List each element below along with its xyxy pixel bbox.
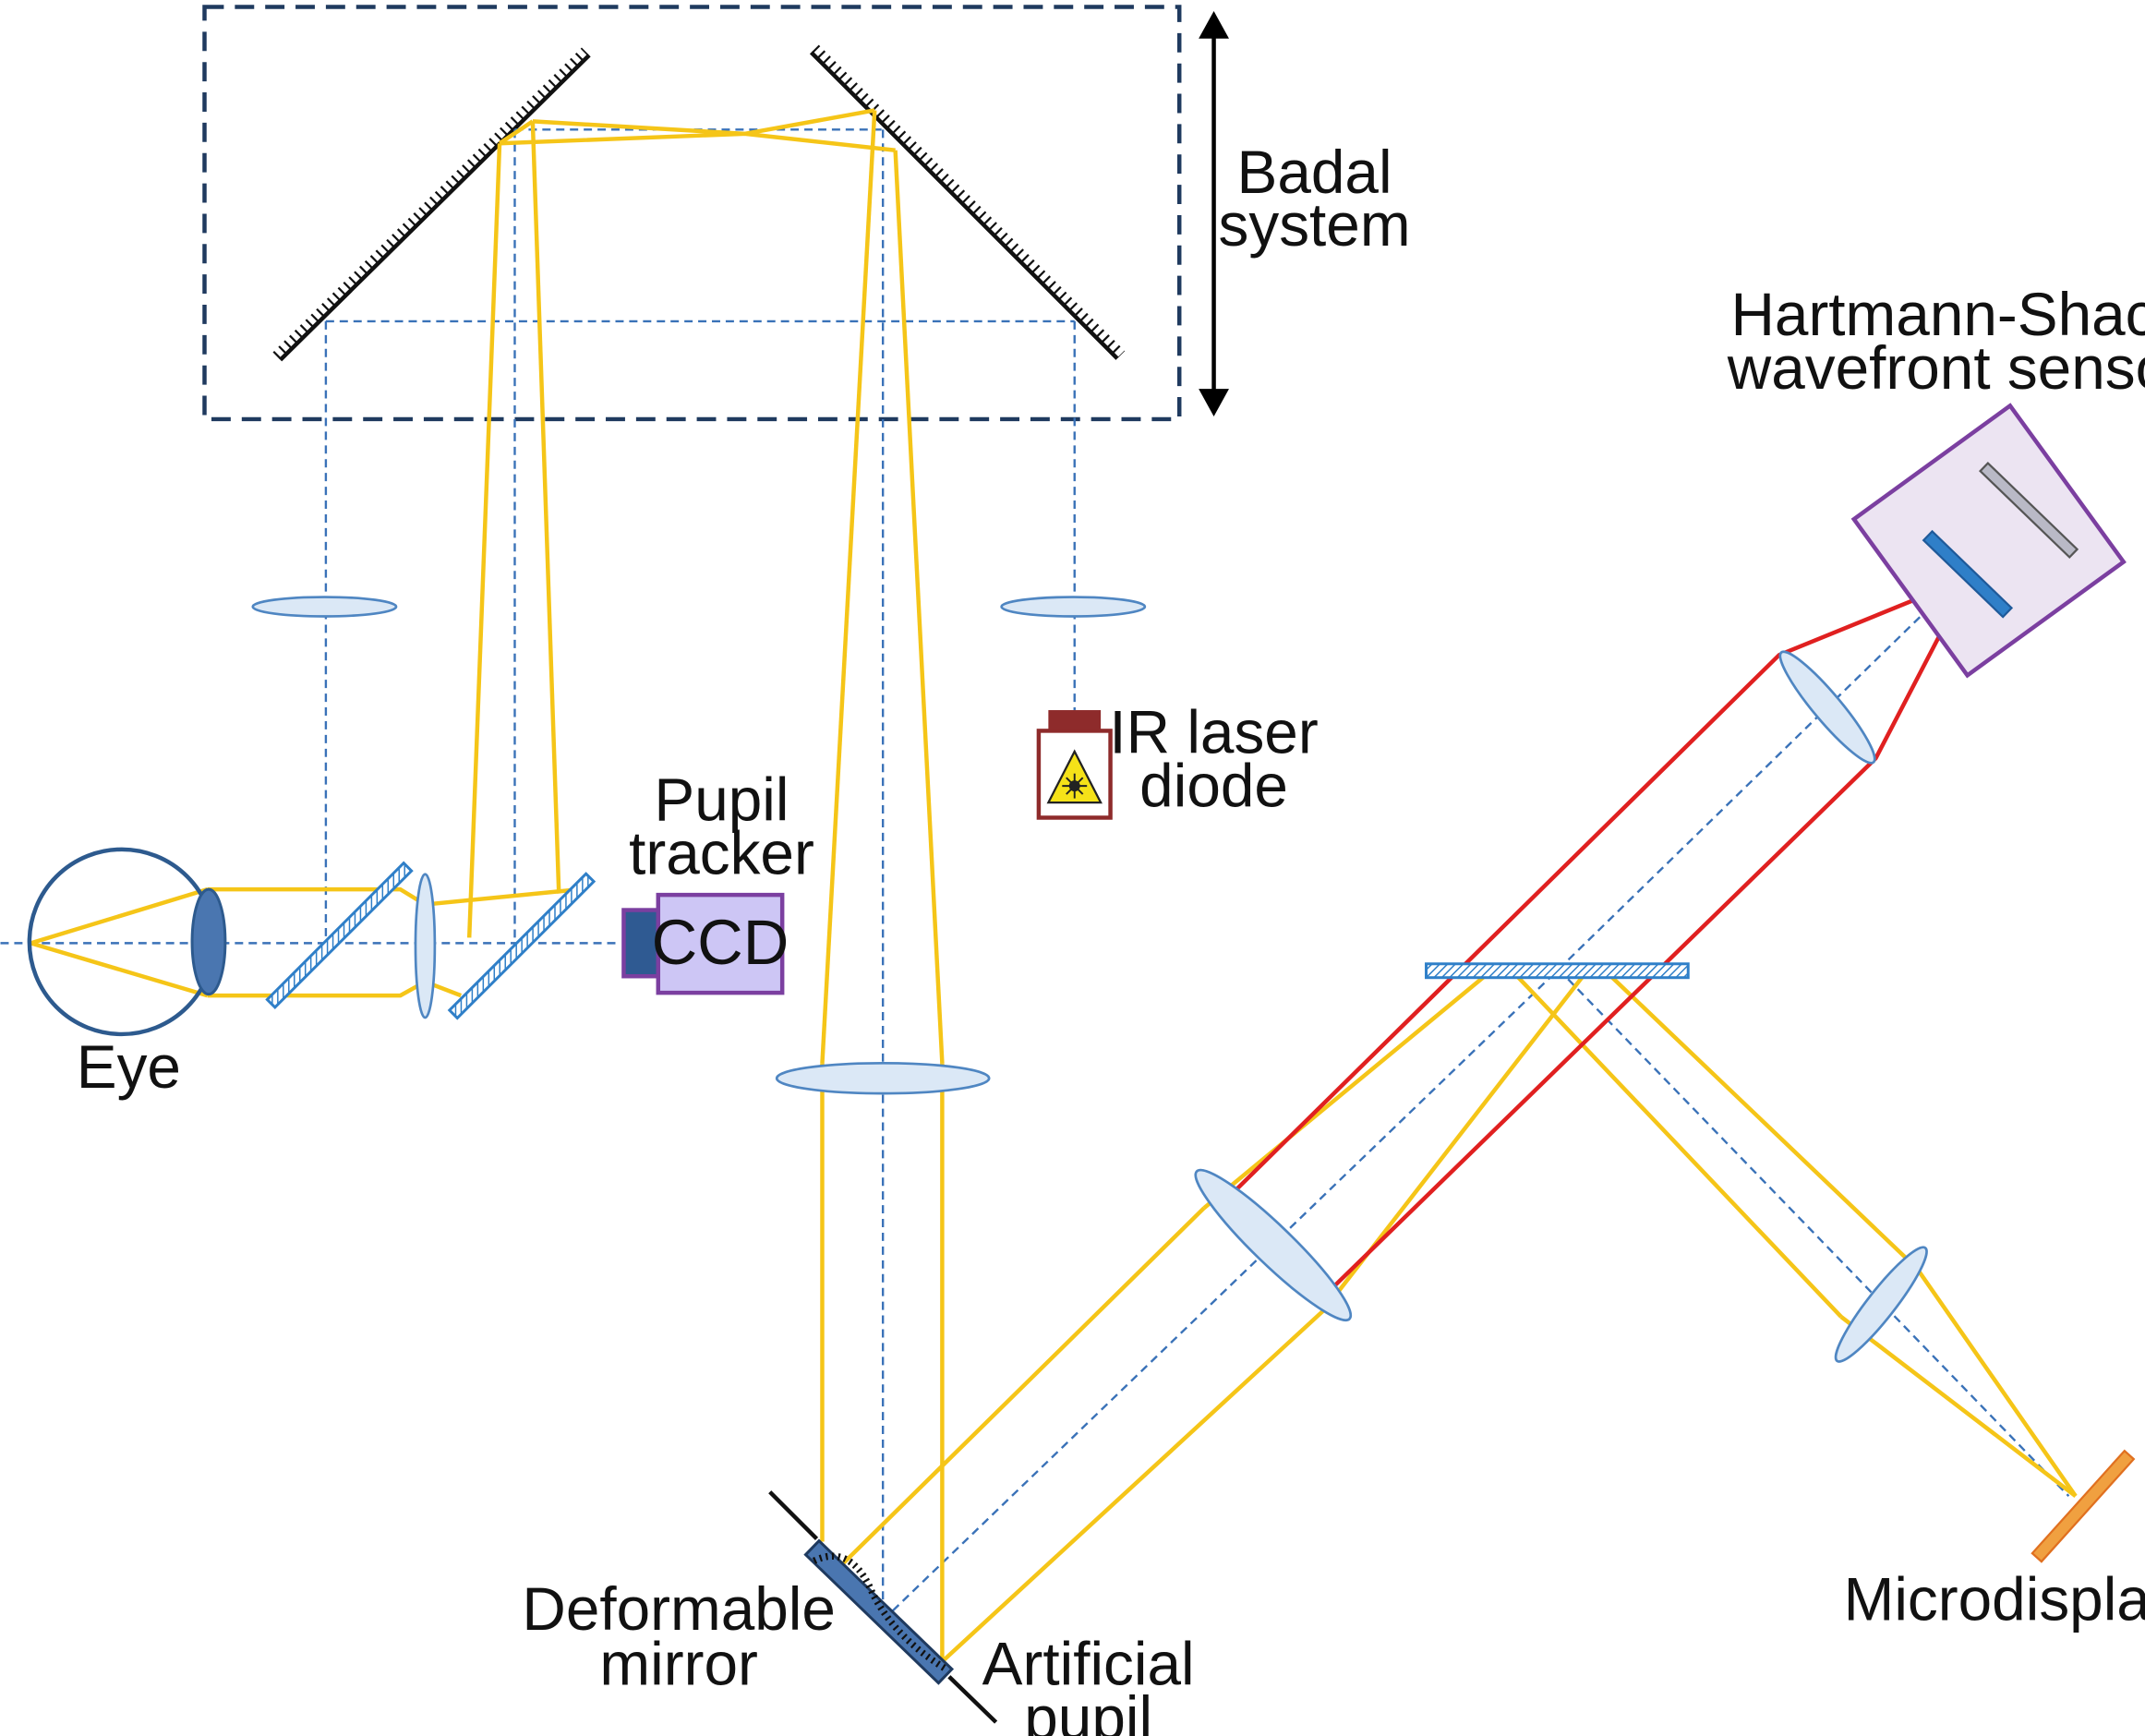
artificial-pupil-stop-upper [768, 1490, 819, 1541]
eye [27, 847, 227, 1037]
ccd-label: CCD [652, 907, 789, 978]
lens-sensor [1778, 650, 1876, 765]
pupil-tracker-ccd: CCD [621, 892, 789, 995]
pupil-label-line1: Pupil [654, 766, 789, 833]
ir-laser-diode [1036, 710, 1113, 820]
lens-left [251, 596, 398, 618]
visible-beam [30, 108, 2078, 1664]
beam-splitter-2 [447, 872, 597, 1020]
artificial-pupil-stop-lower [947, 1675, 998, 1724]
lens-eye-relay [414, 873, 437, 1019]
beam-splitter-3 [1425, 962, 1690, 980]
dm-label-line2: mirror [599, 1631, 757, 1698]
badal-system-box [202, 5, 1182, 422]
hartmann-shack-sensor [1850, 403, 2127, 679]
microdisplay [2031, 1449, 2136, 1563]
lens-right-small [1000, 596, 1147, 618]
lenses [251, 596, 1928, 1363]
labels: Badal system Hartmann-Shack wavefront se… [77, 139, 2145, 1736]
ir-label-line1: IR laser [1109, 698, 1318, 766]
hs-label-line1: Hartmann-Shack [1730, 281, 2145, 348]
lenslet-array [1922, 529, 2014, 619]
ir-label-line2: diode [1139, 753, 1288, 820]
ap-label-line2: pupil [1024, 1684, 1152, 1736]
dm-label-line1: Deformable [522, 1575, 836, 1643]
sensor-detector [1978, 461, 2079, 560]
optical-axis [0, 128, 2070, 1621]
badal-travel-arrow [1199, 10, 1229, 416]
ap-label-line1: Artificial [982, 1631, 1195, 1698]
badal-label-line2: system [1219, 191, 1411, 259]
deformable-mirror [768, 1490, 998, 1724]
hs-label-line2: wavefront sensor [1727, 334, 2145, 402]
beam-splitters [265, 861, 1690, 1020]
wavefront-beam [1235, 577, 1968, 1291]
badal-mirror-left [272, 47, 591, 362]
badal-label-line1: Badal [1237, 139, 1392, 206]
badal-mirror-right [809, 44, 1126, 360]
beam-splitter-1 [265, 861, 414, 1010]
lens-center [775, 1061, 991, 1095]
lens-microdisplay [1834, 1246, 1928, 1363]
microdisplay-label: Microdisplay [1844, 1566, 2145, 1634]
eye-label: Eye [77, 1033, 181, 1101]
pupil-label-line2: tracker [629, 820, 814, 887]
lens-diagonal-main [1194, 1168, 1353, 1322]
